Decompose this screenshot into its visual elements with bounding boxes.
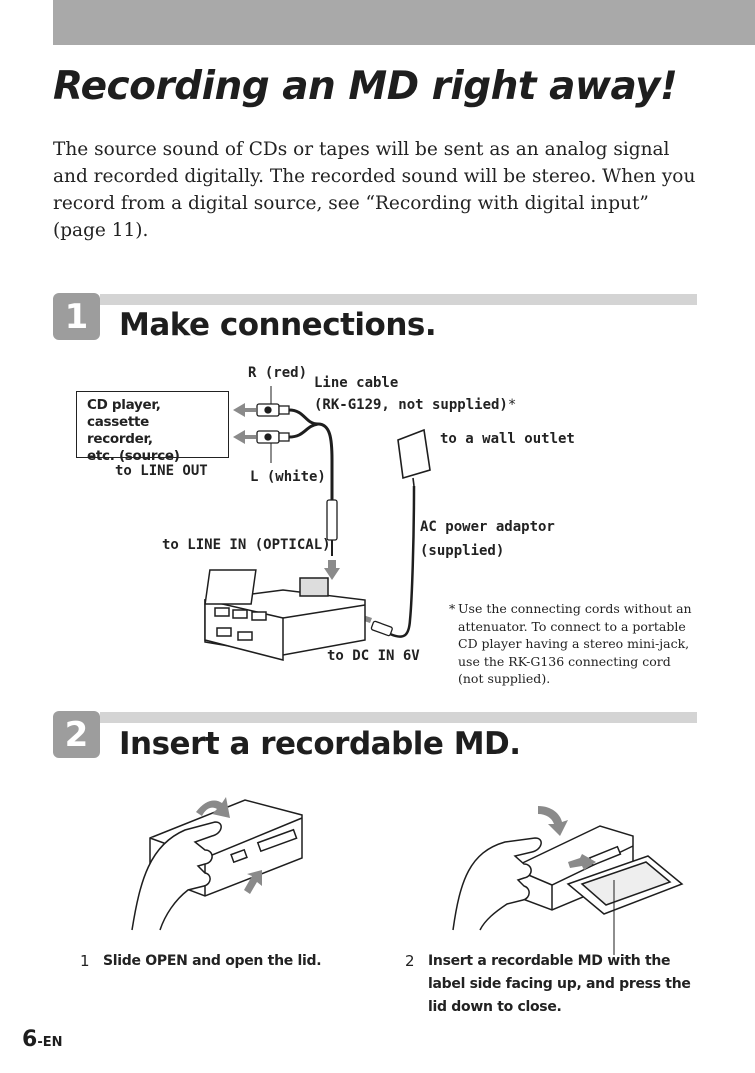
page-number-suffix: -EN — [37, 1035, 63, 1050]
md-recorder-device — [204, 569, 366, 661]
step-2-badge: 2 — [53, 711, 100, 758]
header-bar — [53, 0, 755, 45]
rca-plug-r — [256, 403, 290, 417]
substep-1-text: Slide OPEN and open the lid. — [103, 953, 322, 969]
step-2-rule — [100, 712, 697, 723]
substep-1-number: 1 — [80, 952, 90, 970]
step-2-title: Insert a recordable MD. — [119, 726, 521, 762]
curved-arrow-icon — [196, 797, 262, 894]
dc-plug — [370, 620, 393, 637]
step-1-rule — [100, 294, 697, 305]
to-line-in-label: to LINE IN (OPTICAL) — [162, 537, 331, 553]
step-1-badge: 1 — [53, 293, 100, 340]
footnote: * Use the connecting cords without an at… — [449, 600, 699, 688]
l-white-label: L (white) — [250, 469, 326, 485]
ac-adaptor-supplied-label: (supplied) — [420, 543, 505, 559]
page-number-digit: 6 — [22, 1027, 38, 1052]
ac-adaptor-label: AC power adaptor — [420, 519, 555, 535]
page-title: Recording an MD right away! — [53, 64, 678, 109]
page-number: 6-EN — [22, 1027, 62, 1052]
substep-1: 1 Slide OPEN and open the lid. — [80, 950, 380, 973]
rca-plug-l — [256, 430, 290, 444]
mini-plug — [326, 499, 338, 556]
line-cable-label: Line cable — [314, 375, 399, 391]
footnote-mark: * — [449, 601, 456, 616]
source-line-1: CD player, — [87, 397, 161, 413]
insert-disc-illustration — [452, 825, 684, 955]
open-lid-illustration — [131, 799, 303, 931]
source-line-3: etc. (source) — [87, 448, 180, 464]
substep-2-text: Insert a recordable MD with the label si… — [428, 953, 691, 1015]
to-wall-outlet-label: to a wall outlet — [440, 431, 575, 447]
footnote-text: Use the connecting cords without an atte… — [458, 601, 692, 686]
source-line-2: cassette recorder, — [87, 414, 153, 447]
source-device-box: CD player, cassette recorder, etc. (sour… — [76, 391, 229, 464]
substep-2: 2 Insert a recordable MD with the label … — [405, 950, 705, 1019]
press-down-arrow-icon — [538, 806, 596, 870]
ac-adaptor — [397, 428, 431, 487]
to-dc-in-label: to DC IN 6V — [327, 648, 420, 664]
step-1-title: Make connections. — [119, 307, 437, 343]
left-arrow-icon — [233, 403, 256, 444]
intro-paragraph: The source sound of CDs or tapes will be… — [53, 139, 696, 241]
to-line-out-label: to LINE OUT — [115, 463, 208, 479]
r-red-label: R (red) — [248, 365, 308, 381]
line-cable — [288, 408, 334, 500]
down-arrow-icon — [324, 560, 340, 580]
line-cable-model-label: (RK-G129, not supplied)* — [314, 397, 517, 413]
substep-2-number: 2 — [405, 952, 415, 970]
